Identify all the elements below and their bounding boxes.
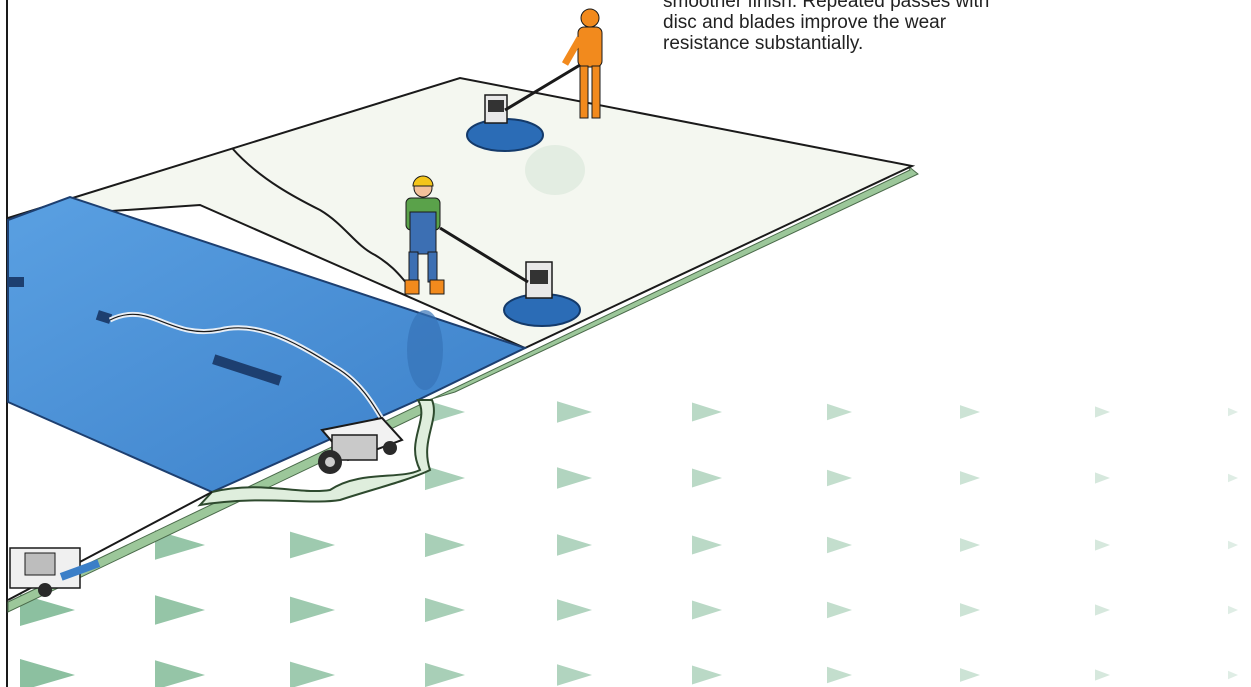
reflection — [407, 310, 443, 390]
caption-line-2: disc and blades improve the wear — [663, 12, 947, 33]
triangle-arrow-right-icon — [1228, 473, 1238, 483]
triangle-arrow-right-icon — [1228, 407, 1238, 417]
triangle-arrow-right-icon — [827, 601, 852, 619]
triangle-arrow-right-icon — [1228, 540, 1238, 550]
worker-orange-suit — [561, 8, 603, 119]
triangle-arrow-right-icon — [960, 668, 980, 682]
triangle-arrow-right-icon — [155, 530, 205, 560]
triangle-arrow-right-icon — [425, 662, 465, 687]
triangle-arrow-right-icon — [1228, 605, 1238, 615]
caption-line-1: smoother finish. Repeated passes with — [663, 0, 990, 12]
triangle-arrow-right-icon — [827, 666, 852, 684]
triangle-arrow-right-icon — [960, 538, 980, 552]
triangle-arrow-right-icon — [155, 595, 205, 625]
triangle-arrow-right-icon — [1095, 539, 1110, 551]
triangle-arrow-right-icon — [1095, 669, 1110, 681]
power-cable — [231, 147, 411, 286]
floor-marker — [212, 354, 282, 386]
triangle-arrow-right-icon — [692, 600, 722, 620]
finished-slab-surface — [7, 76, 916, 350]
triangle-arrow-right-icon — [1095, 604, 1110, 616]
triangle-arrow-right-icon — [960, 471, 980, 485]
triangle-arrow-right-icon — [827, 403, 852, 421]
caption-line-3: resistance substantially. — [663, 33, 864, 54]
triangle-arrow-right-icon — [692, 402, 722, 422]
triangle-arrow-right-icon — [692, 535, 722, 555]
triangle-arrow-right-icon — [960, 405, 980, 419]
triangle-arrow-right-icon — [827, 536, 852, 554]
triangle-arrow-right-icon — [692, 468, 722, 488]
screed-machine — [9, 547, 101, 597]
triangle-arrow-right-icon — [1095, 406, 1110, 418]
triangle-arrow-right-icon — [1228, 670, 1238, 680]
floor-marker — [8, 277, 24, 287]
reflection — [525, 145, 585, 195]
triangle-arrow-right-icon — [425, 532, 465, 558]
worker-overalls — [404, 175, 445, 295]
triangle-arrow-right-icon — [155, 660, 205, 687]
triangle-arrow-right-icon — [557, 599, 592, 621]
triangle-arrow-right-icon — [425, 465, 465, 491]
triangle-arrow-pattern — [20, 399, 1238, 687]
triangle-arrow-right-icon — [1095, 472, 1110, 484]
triangle-arrow-right-icon — [425, 597, 465, 623]
triangle-arrow-right-icon — [290, 596, 335, 624]
floor-marker — [95, 310, 113, 324]
triangle-arrow-right-icon — [960, 603, 980, 617]
triangle-arrow-right-icon — [827, 469, 852, 487]
power-trowel-bottom — [439, 226, 581, 327]
triangle-arrow-right-icon — [557, 534, 592, 556]
caption-text: smoother finish. Repeated passes with di… — [663, 0, 1083, 54]
triangle-arrow-right-icon — [290, 531, 335, 559]
triangle-arrow-right-icon — [557, 401, 592, 423]
triangle-arrow-right-icon — [20, 659, 75, 687]
power-trowel-top — [466, 60, 586, 152]
broken-slab-edge — [197, 399, 435, 507]
triangle-arrow-right-icon — [692, 665, 722, 685]
hose-outline — [109, 313, 391, 431]
power-unit — [318, 416, 404, 474]
triangle-arrow-right-icon — [20, 594, 75, 626]
triangle-arrow-right-icon — [557, 664, 592, 686]
triangle-arrow-right-icon — [290, 661, 335, 687]
triangle-arrow-right-icon — [425, 399, 465, 425]
triangle-arrow-right-icon — [557, 467, 592, 489]
